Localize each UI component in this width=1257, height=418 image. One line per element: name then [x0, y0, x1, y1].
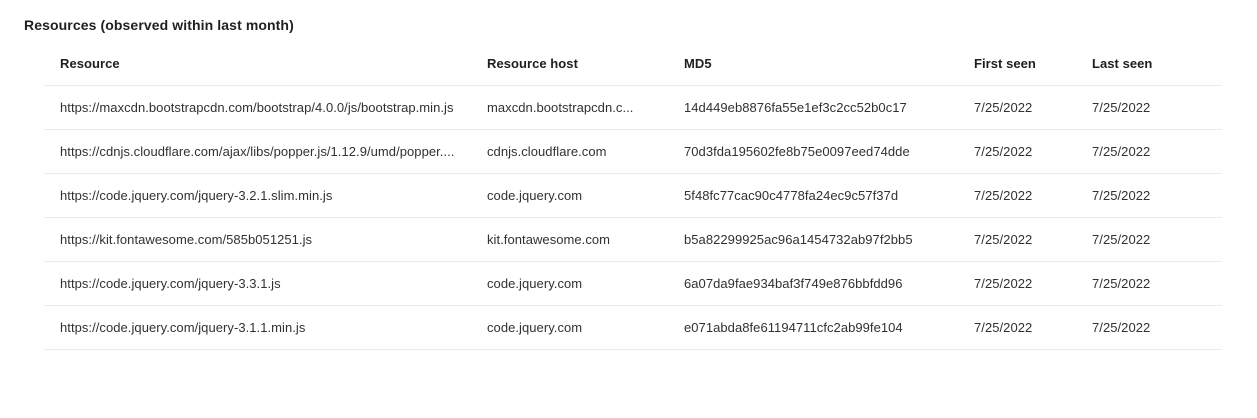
table-row[interactable]: https://code.jquery.com/jquery-3.2.1.sli… — [44, 173, 1222, 218]
cell-last-seen: 7/25/2022 — [1092, 217, 1222, 262]
cell-host: code.jquery.com — [487, 173, 684, 218]
cell-first-seen: 7/25/2022 — [974, 217, 1092, 262]
cell-resource[interactable]: https://maxcdn.bootstrapcdn.com/bootstra… — [44, 85, 487, 130]
cell-md5: 14d449eb8876fa55e1ef3c2cc52b0c17 — [684, 85, 974, 130]
cell-last-seen: 7/25/2022 — [1092, 129, 1222, 174]
cell-first-seen: 7/25/2022 — [974, 173, 1092, 218]
cell-resource[interactable]: https://kit.fontawesome.com/585b051251.j… — [44, 217, 487, 262]
table-row[interactable]: https://maxcdn.bootstrapcdn.com/bootstra… — [44, 85, 1222, 130]
table-row[interactable]: https://code.jquery.com/jquery-3.1.1.min… — [44, 305, 1222, 350]
cell-host: code.jquery.com — [487, 261, 684, 306]
table-header: Resource Resource host MD5 First seen La… — [44, 56, 1222, 86]
cell-last-seen: 7/25/2022 — [1092, 261, 1222, 306]
column-header-resource[interactable]: Resource — [44, 56, 487, 86]
cell-host: cdnjs.cloudflare.com — [487, 129, 684, 174]
cell-host: maxcdn.bootstrapcdn.c... — [487, 85, 684, 130]
cell-last-seen: 7/25/2022 — [1092, 173, 1222, 218]
page-title: Resources (observed within last month) — [24, 17, 294, 33]
cell-last-seen: 7/25/2022 — [1092, 305, 1222, 350]
column-header-last-seen[interactable]: Last seen — [1092, 56, 1222, 86]
cell-md5: 6a07da9fae934baf3f749e876bbfdd96 — [684, 261, 974, 306]
column-header-host[interactable]: Resource host — [487, 56, 684, 86]
table-row[interactable]: https://cdnjs.cloudflare.com/ajax/libs/p… — [44, 129, 1222, 174]
cell-md5: 5f48fc77cac90c4778fa24ec9c57f37d — [684, 173, 974, 218]
column-header-first-seen[interactable]: First seen — [974, 56, 1092, 86]
cell-host: kit.fontawesome.com — [487, 217, 684, 262]
cell-first-seen: 7/25/2022 — [974, 261, 1092, 306]
cell-first-seen: 7/25/2022 — [974, 85, 1092, 130]
cell-resource[interactable]: https://code.jquery.com/jquery-3.1.1.min… — [44, 305, 487, 350]
cell-md5: 70d3fda195602fe8b75e0097eed74dde — [684, 129, 974, 174]
cell-first-seen: 7/25/2022 — [974, 129, 1092, 174]
table-body: https://maxcdn.bootstrapcdn.com/bootstra… — [44, 85, 1222, 350]
cell-resource[interactable]: https://cdnjs.cloudflare.com/ajax/libs/p… — [44, 129, 487, 174]
resources-table-container: Resource Resource host MD5 First seen La… — [44, 56, 1222, 350]
table-row[interactable]: https://code.jquery.com/jquery-3.3.1.js … — [44, 261, 1222, 306]
table-header-row: Resource Resource host MD5 First seen La… — [44, 56, 1222, 86]
column-header-md5[interactable]: MD5 — [684, 56, 974, 86]
cell-first-seen: 7/25/2022 — [974, 305, 1092, 350]
cell-resource[interactable]: https://code.jquery.com/jquery-3.3.1.js — [44, 261, 487, 306]
resources-table: Resource Resource host MD5 First seen La… — [44, 56, 1222, 350]
table-row[interactable]: https://kit.fontawesome.com/585b051251.j… — [44, 217, 1222, 262]
cell-md5: b5a82299925ac96a1454732ab97f2bb5 — [684, 217, 974, 262]
cell-host: code.jquery.com — [487, 305, 684, 350]
cell-resource[interactable]: https://code.jquery.com/jquery-3.2.1.sli… — [44, 173, 487, 218]
cell-last-seen: 7/25/2022 — [1092, 85, 1222, 130]
cell-md5: e071abda8fe61194711cfc2ab99fe104 — [684, 305, 974, 350]
